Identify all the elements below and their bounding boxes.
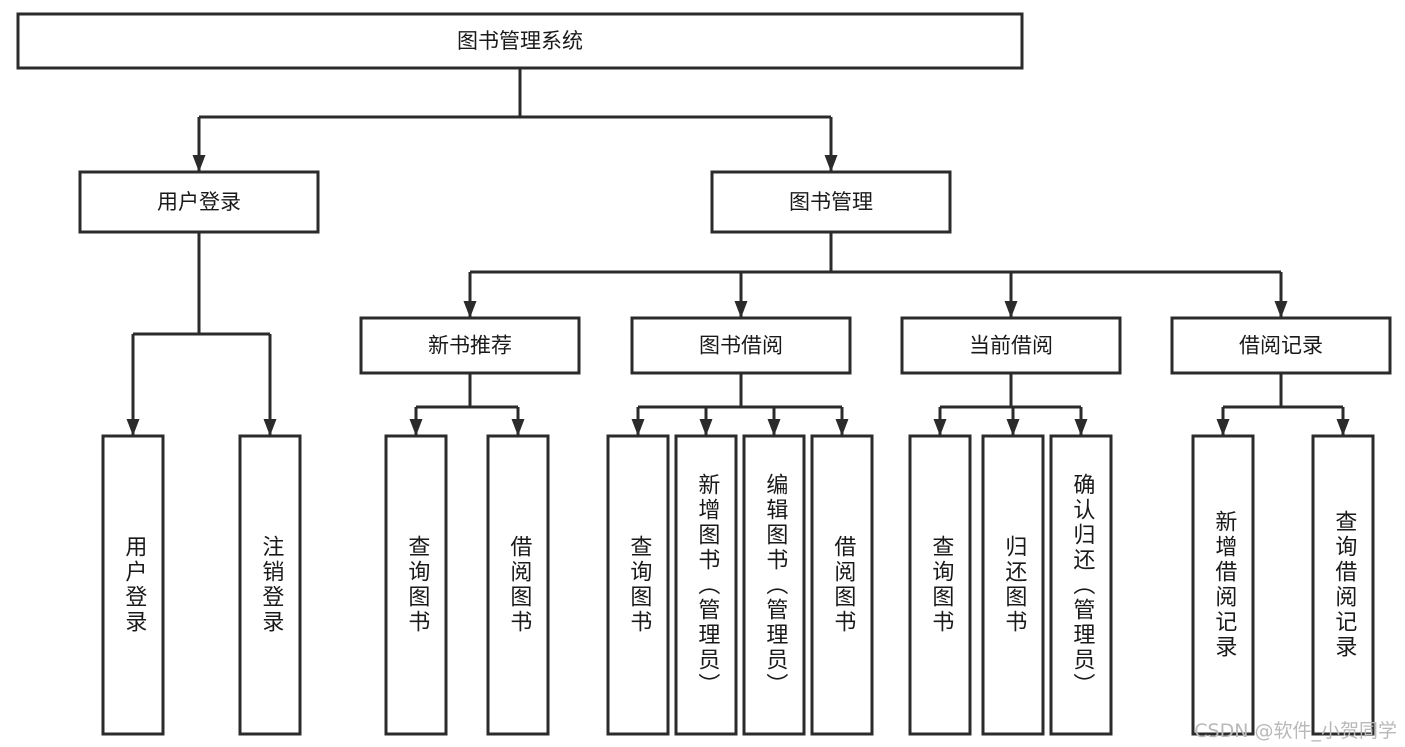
node-leaf-add-record[interactable] [1191, 434, 1255, 736]
node-book-manage[interactable] [710, 170, 952, 234]
node-leaf-borrow-book-2[interactable] [810, 434, 874, 736]
arrow-head-leaf-add-record [1216, 419, 1230, 436]
node-leaf-query-book-3[interactable] [908, 434, 972, 736]
node-leaf-query-book-1[interactable] [384, 434, 448, 736]
arrow-head-leaf-add-book [699, 419, 713, 436]
arrow-head-leaf-query-book-1 [409, 419, 423, 436]
node-leaf-borrow-book-1[interactable] [486, 434, 550, 736]
connector-layer [126, 68, 1350, 436]
node-label-book-manage: 图书管理 [789, 190, 873, 214]
node-leaf-add-book[interactable] [674, 434, 738, 736]
node-label-current-borrow: 当前借阅 [969, 334, 1053, 358]
arrow-head-user-login [192, 155, 206, 172]
node-label-new-book-recommend: 新书推荐 [428, 334, 512, 358]
arrow-head-leaf-edit-book [767, 419, 781, 436]
node-leaf-user-login[interactable] [101, 434, 165, 736]
node-label-user-login: 用户登录 [157, 190, 241, 214]
node-root[interactable] [16, 12, 1024, 70]
arrow-head-leaf-return-book [1006, 419, 1020, 436]
node-leaf-user-logout[interactable] [238, 434, 302, 736]
arrow-head-current-borrow [1004, 301, 1018, 318]
node-current-borrow[interactable] [900, 316, 1122, 375]
node-label-borrow-record: 借阅记录 [1239, 334, 1323, 358]
arrow-head-leaf-query-record [1336, 419, 1350, 436]
node-book-borrow[interactable] [630, 316, 852, 375]
node-new-book-recommend[interactable] [359, 316, 581, 375]
arrow-head-new-book-recommend [463, 301, 477, 318]
arrow-head-leaf-confirm-return [1074, 419, 1088, 436]
arrow-head-borrow-record [1274, 301, 1288, 318]
arrow-head-leaf-query-book-3 [933, 419, 947, 436]
arrow-head-book-borrow [734, 301, 748, 318]
node-borrow-record[interactable] [1170, 316, 1392, 375]
node-leaf-edit-book[interactable] [742, 434, 806, 736]
node-leaf-query-record[interactable] [1311, 434, 1375, 736]
node-leaf-query-book-2[interactable] [606, 434, 670, 736]
node-leaf-confirm-return[interactable] [1049, 434, 1113, 736]
arrow-head-leaf-user-logout [263, 419, 277, 436]
node-label-root: 图书管理系统 [457, 29, 583, 53]
node-label-book-borrow: 图书借阅 [699, 334, 783, 358]
arrow-head-leaf-query-book-2 [631, 419, 645, 436]
node-user-login[interactable] [78, 170, 320, 234]
arrow-head-book-manage [824, 155, 838, 172]
watermark: CSDN @软件_小贺同学 [1194, 720, 1397, 742]
arrow-head-leaf-user-login [126, 419, 140, 436]
arrow-head-leaf-borrow-book-2 [835, 419, 849, 436]
arrow-head-leaf-borrow-book-1 [511, 419, 525, 436]
node-leaf-return-book[interactable] [981, 434, 1045, 736]
